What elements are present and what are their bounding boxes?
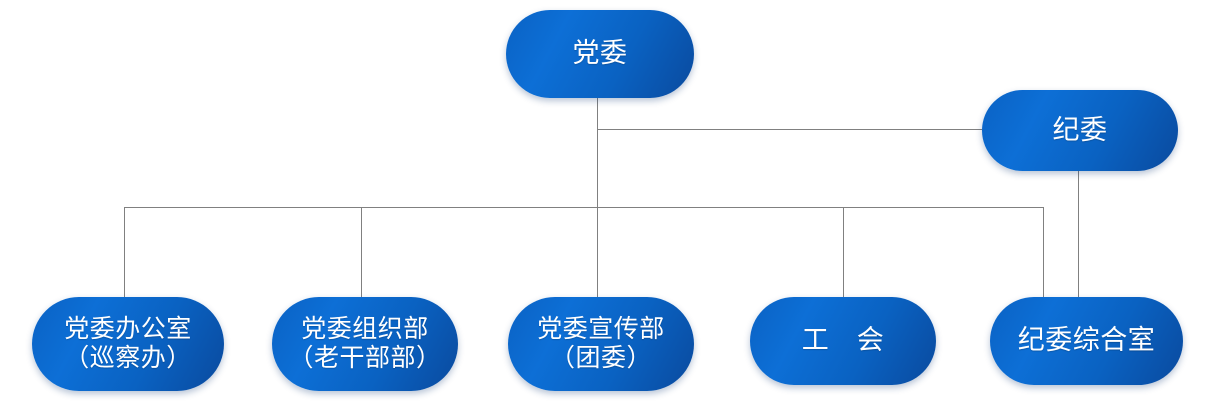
node-dangwei-bangongshi[interactable]: 党委办公室 （巡察办） <box>32 297 224 391</box>
node-gonghui-label: 工 会 <box>801 325 885 356</box>
node-gonghui[interactable]: 工 会 <box>750 297 936 385</box>
node-dangwei-zuzhibu-label: 党委组织部 （老干部部） <box>288 315 442 373</box>
node-jiwei-label: 纪委 <box>1052 114 1108 145</box>
connector-root-to-jiwei <box>597 129 982 130</box>
connector-jiwei-stem <box>1078 171 1079 297</box>
node-jiwei-zonghenshi[interactable]: 纪委综合室 <box>990 297 1183 385</box>
node-jiwei-zonghenshi-label: 纪委综合室 <box>1017 325 1156 356</box>
connector-drop-publicity <box>597 207 598 297</box>
connector-drop-office <box>124 207 125 297</box>
node-dangwei-xuanchuanbu-label: 党委宣传部 （团委） <box>537 315 665 373</box>
node-dangwei[interactable]: 党委 <box>506 10 694 98</box>
connector-drop-union <box>843 207 844 297</box>
connector-root-stem <box>597 97 598 207</box>
node-dangwei-zuzhibu[interactable]: 党委组织部 （老干部部） <box>272 297 458 391</box>
connector-drop-bus-right <box>1043 207 1044 297</box>
node-dangwei-xuanchuanbu[interactable]: 党委宣传部 （团委） <box>508 297 694 391</box>
connector-main-bus <box>124 207 1043 208</box>
node-dangwei-label: 党委 <box>572 38 628 69</box>
node-jiwei[interactable]: 纪委 <box>982 90 1178 171</box>
connector-drop-org <box>361 207 362 297</box>
node-dangwei-bangongshi-label: 党委办公室 （巡察办） <box>64 315 192 373</box>
